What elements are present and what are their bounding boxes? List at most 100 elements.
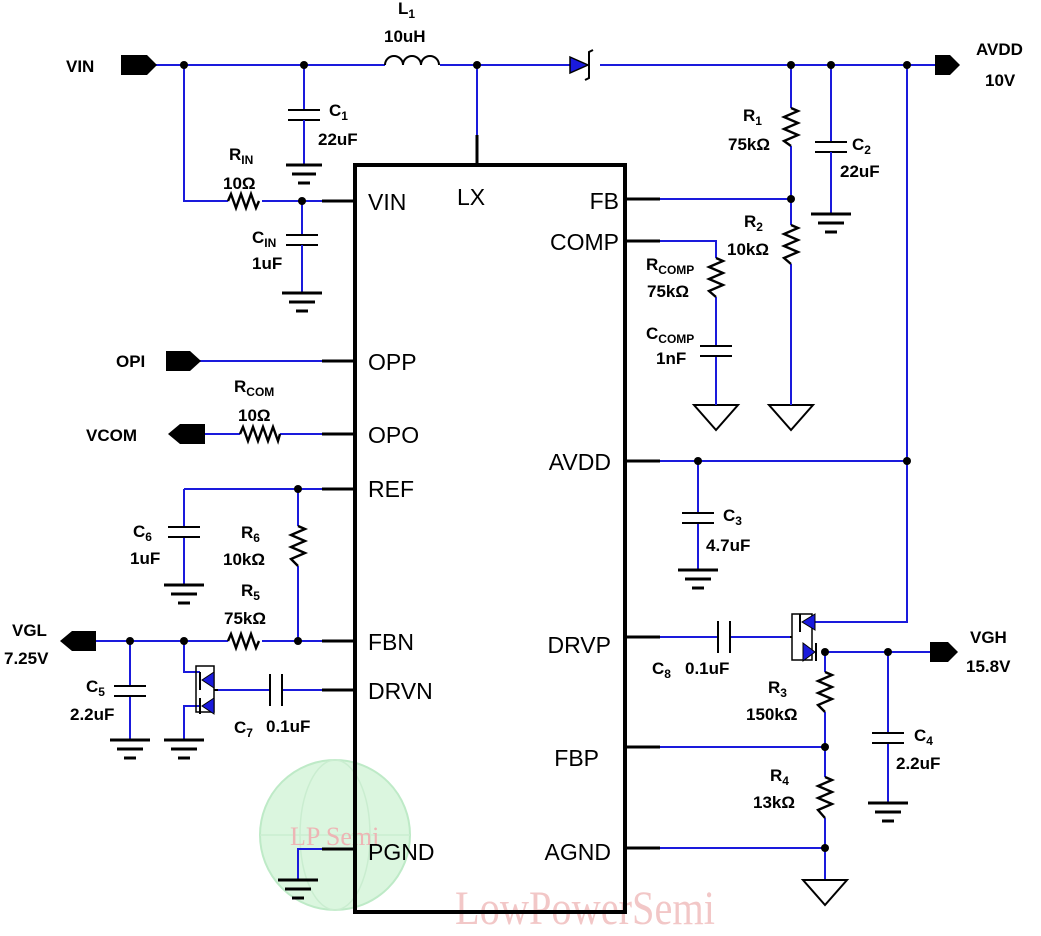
vin-terminal-label: VIN <box>66 57 94 76</box>
vgh-terminal-icon <box>930 642 958 662</box>
positive-charge-pump-diodes <box>790 613 817 662</box>
ground-icon <box>110 738 150 760</box>
r5-value: 75kΩ <box>224 609 266 628</box>
watermark-brand-text: LowPowerSemi <box>455 882 715 935</box>
inductor-l1: L1 10uH <box>384 0 440 66</box>
avdd-voltage-label: 10V <box>985 71 1016 90</box>
c6-value: 1uF <box>130 549 160 568</box>
svg-text:C1: C1 <box>329 101 348 123</box>
resistor-r1: R1 75kΩ <box>728 106 802 154</box>
r6-value: 10kΩ <box>223 550 265 569</box>
l1-ref: L <box>398 0 408 18</box>
vgl-voltage-label: 7.25V <box>4 649 49 668</box>
r5-ref: R <box>241 581 253 600</box>
r4-sub: 4 <box>782 774 789 788</box>
ground-icon <box>800 879 850 907</box>
c1-sub: 1 <box>341 109 348 123</box>
junctions <box>126 61 911 852</box>
r4-value: 13kΩ <box>753 793 795 812</box>
c5-value: 2.2uF <box>70 705 114 724</box>
pin-pgnd: PGND <box>368 839 434 865</box>
capacitor-c2: C2 22uF <box>815 135 880 214</box>
pin-agnd: AGND <box>545 839 611 865</box>
pin-ref: REF <box>368 476 414 502</box>
c4-value: 2.2uF <box>896 754 940 773</box>
svg-text:C3: C3 <box>723 506 742 528</box>
pin-vin: VIN <box>368 189 406 215</box>
terminals: VIN AVDD 10V OPI VCOM VGL 7.25V VGH 15.8… <box>4 40 1023 676</box>
c2-ref: C <box>852 135 864 154</box>
pin-fb: FB <box>590 188 619 214</box>
resistor-r6: R6 10kΩ <box>223 523 309 569</box>
capacitor-c3: C3 4.7uF <box>682 506 750 555</box>
c7-value: 0.1uF <box>266 717 310 736</box>
ground-icon <box>164 738 204 760</box>
svg-text:RCOM: RCOM <box>234 377 274 399</box>
svg-text:C5: C5 <box>86 677 105 699</box>
c2-value: 22uF <box>840 162 880 181</box>
r4-ref: R <box>770 766 782 785</box>
pin-opo: OPO <box>368 422 419 448</box>
resistors: RIN 10Ω R1 75kΩ R2 10kΩ RCOMP 75kΩ RCOM … <box>223 106 836 819</box>
resistor-r3: R3 150kΩ <box>746 670 836 724</box>
resistor-rcomp: RCOMP 75kΩ <box>646 255 727 301</box>
capacitor-ccomp: CCOMP 1nF <box>646 324 732 368</box>
capacitor-cin: CIN 1uF <box>252 228 318 293</box>
capacitor-c8: C8 0.1uF <box>652 621 731 681</box>
capacitors: C1 22uF CIN 1uF C2 22uF CCOMP 1nF <box>70 101 940 773</box>
resistor-r5: R5 75kΩ <box>224 581 266 652</box>
c1-ref: C <box>329 101 341 120</box>
r6-ref: R <box>241 523 253 542</box>
r3-value: 150kΩ <box>746 705 797 724</box>
r2-sub: 2 <box>756 220 763 234</box>
ground-icon <box>868 801 908 823</box>
capacitor-c1: C1 22uF <box>288 101 358 165</box>
avdd-terminal-label: AVDD <box>976 40 1023 59</box>
svg-text:C4: C4 <box>914 726 933 748</box>
r3-ref: R <box>768 678 780 697</box>
ccomp-value: 1nF <box>656 349 686 368</box>
c4-ref: C <box>914 726 926 745</box>
resistor-rin: RIN 10Ω <box>223 145 261 212</box>
resistor-rcom: RCOM 10Ω <box>234 377 282 445</box>
vgh-voltage-label: 15.8V <box>966 657 1011 676</box>
pin-lx: LX <box>457 184 485 210</box>
vcom-terminal-label: VCOM <box>86 426 137 445</box>
ground-icon <box>811 212 851 234</box>
rcomp-sub: COMP <box>658 263 694 277</box>
opi-terminal-icon <box>166 351 201 371</box>
l1-sub: 1 <box>408 7 415 21</box>
ccomp-sub: COMP <box>658 332 694 346</box>
r2-ref: R <box>744 212 756 231</box>
ic-body <box>353 163 627 914</box>
rcom-value: 10Ω <box>238 406 271 425</box>
rin-sub: IN <box>241 153 253 167</box>
cin-ref: C <box>252 228 264 247</box>
pin-drvn: DRVN <box>368 678 433 704</box>
c6-ref: C <box>133 522 145 541</box>
r5-sub: 5 <box>253 589 260 603</box>
ground-icon <box>691 404 741 432</box>
capacitor-c4: C4 2.2uF <box>872 726 940 773</box>
wires <box>96 64 935 880</box>
c1-value: 22uF <box>318 130 358 149</box>
cin-sub: IN <box>264 236 276 250</box>
rin-value: 10Ω <box>223 174 256 193</box>
c3-ref: C <box>723 506 735 525</box>
watermark-logo-text: LP Semi <box>290 822 379 851</box>
svg-text:CIN: CIN <box>252 228 276 250</box>
ground-icon <box>678 568 718 590</box>
ground-icon <box>282 291 322 313</box>
rcomp-value: 75kΩ <box>647 282 689 301</box>
svg-text:RIN: RIN <box>229 145 253 167</box>
ground-icon <box>164 583 204 605</box>
cin-value: 1uF <box>252 254 282 273</box>
resistor-r4: R4 13kΩ <box>753 766 836 819</box>
capacitor-c7: C7 0.1uF <box>234 674 310 740</box>
capacitor-c5: C5 2.2uF <box>70 677 146 724</box>
pin-drvp: DRVP <box>548 632 612 658</box>
grounds <box>110 163 908 907</box>
c8-ref: C <box>652 659 664 678</box>
opi-terminal-label: OPI <box>116 352 145 371</box>
